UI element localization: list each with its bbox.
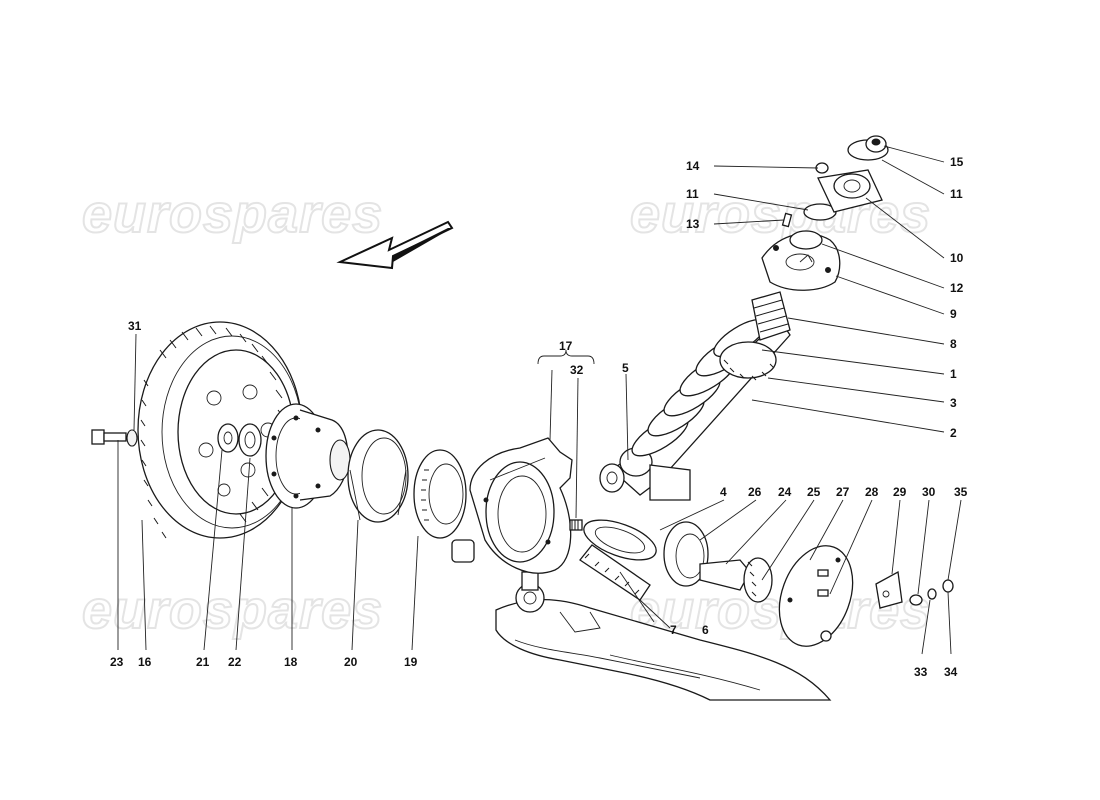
bump-stop — [751, 291, 791, 341]
callout-8: 8 — [950, 337, 957, 351]
spring-seat-upper — [719, 341, 777, 381]
stud-13 — [781, 212, 793, 228]
callout-25: 25 — [807, 485, 821, 499]
callout-15: 15 — [950, 155, 964, 169]
callout-14: 14 — [686, 159, 700, 173]
callout-33: 33 — [914, 665, 928, 679]
callout-35: 35 — [954, 485, 968, 499]
lower-control-arm — [495, 571, 832, 701]
top-mount-bushing-10 — [817, 169, 883, 213]
top-plate-12 — [789, 230, 823, 250]
watermark-top-right: eurospares — [630, 184, 931, 244]
callout-13: 13 — [686, 217, 700, 231]
steering-knuckle — [451, 437, 573, 574]
callout-21: 21 — [196, 655, 210, 669]
backing-plate — [778, 545, 854, 647]
callout-29: 29 — [893, 485, 907, 499]
top-nut-15 — [865, 135, 887, 153]
leader-lines — [117, 145, 962, 655]
callout-34: 34 — [944, 665, 958, 679]
arrow-icon — [336, 220, 454, 270]
callout-10: 10 — [950, 251, 964, 265]
callout-3: 3 — [950, 396, 957, 410]
spring-seat-lower — [579, 519, 657, 601]
callout-28: 28 — [865, 485, 879, 499]
callout-32: 32 — [570, 363, 584, 377]
callout-1: 1 — [950, 367, 957, 381]
callout-30: 30 — [922, 485, 936, 499]
callout-11-right: 11 — [950, 187, 963, 201]
grease-nipple — [569, 519, 583, 531]
callout-4: 4 — [720, 485, 727, 499]
wheel-hub — [265, 403, 351, 509]
callout-12: 12 — [950, 281, 964, 295]
stub-shaft — [699, 557, 773, 603]
watermark-bottom-left: eurospares — [82, 580, 383, 640]
wheel-bearing — [413, 449, 467, 539]
callout-26: 26 — [748, 485, 762, 499]
callout-19: 19 — [404, 655, 418, 669]
callout-22: 22 — [228, 655, 242, 669]
hub-nut — [217, 423, 239, 453]
dust-seal — [663, 521, 709, 587]
callout-labels: 31 23 16 21 22 18 20 19 17 32 5 4 26 24 … — [110, 155, 968, 679]
callout-24: 24 — [778, 485, 792, 499]
sensor-bracket — [875, 570, 903, 609]
nut-34 — [942, 579, 954, 593]
callout-2: 2 — [950, 426, 957, 440]
small-nut-30 — [909, 594, 923, 606]
callout-9: 9 — [950, 307, 957, 321]
watermark-top-left: eurospares — [82, 184, 383, 244]
wheel-bolt — [91, 429, 138, 447]
callout-7: 7 — [670, 623, 677, 637]
coil-spring — [631, 318, 767, 457]
washer-33 — [927, 588, 937, 600]
callout-6: 6 — [702, 623, 709, 637]
callout-5: 5 — [622, 361, 629, 375]
callout-20: 20 — [344, 655, 358, 669]
callout-18: 18 — [284, 655, 298, 669]
callout-31: 31 — [128, 319, 142, 333]
bearing-spacer — [347, 429, 409, 523]
callout-11-left: 11 — [686, 187, 699, 201]
hub-washer — [238, 423, 262, 457]
callout-23: 23 — [110, 655, 124, 669]
callout-27: 27 — [836, 485, 850, 499]
callout-16: 16 — [138, 655, 152, 669]
bracket-17 — [537, 349, 595, 365]
callout-17: 17 — [559, 339, 573, 353]
